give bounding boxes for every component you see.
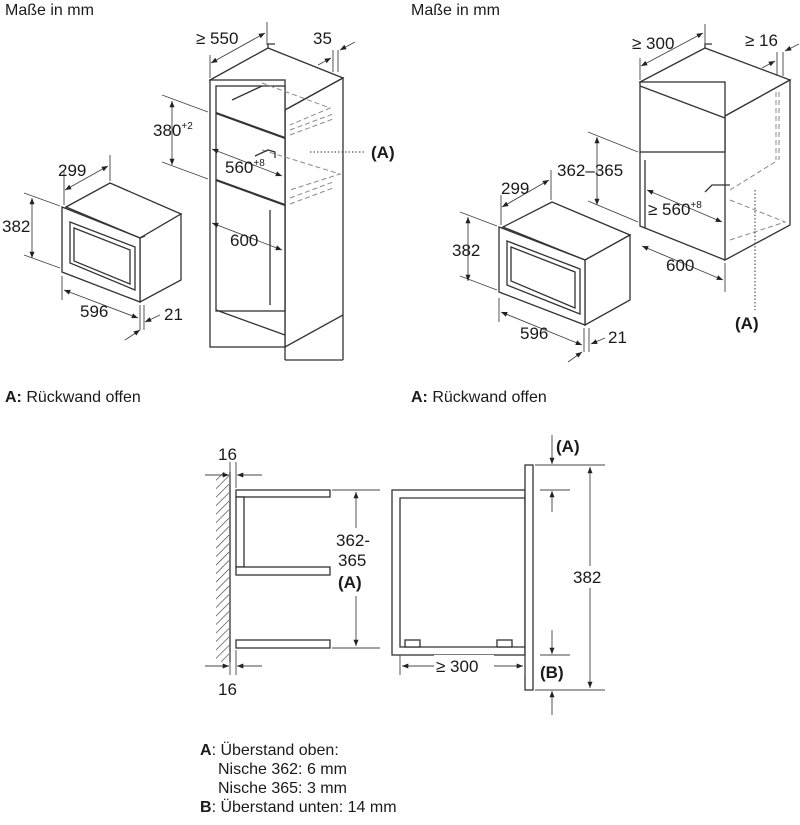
dim-16-upper: 16: [218, 445, 237, 464]
microwave-drawing-left: [61, 182, 183, 304]
dim-width-550: ≥ 550: [196, 29, 238, 48]
dim-depth-600: 600: [230, 231, 258, 250]
dim-height-382: 382: [2, 217, 30, 236]
wall-cabinet-drawing: [638, 43, 792, 262]
label-a-overhang-top: (A): [556, 437, 580, 456]
dim-362-label-a: (A): [338, 573, 362, 592]
dim-depth-300: ≥ 300: [632, 34, 674, 53]
section-view: 16 16 362- 365 (A) ≥ 300 (A) (B): [205, 435, 610, 715]
dim-depth-600-right: 600: [666, 256, 694, 275]
microwave-drawing-right: [498, 201, 632, 327]
dim-width-596: 596: [80, 302, 108, 321]
dim-height-382-right: 382: [452, 241, 480, 260]
right-panel-title: Maße in mm: [411, 2, 500, 19]
left-panel-tall-cabinet: Maße in mm 382 299 596 21: [2, 2, 395, 406]
dim-21-right: 21: [608, 328, 627, 347]
dim-21: 21: [164, 305, 183, 324]
dim-362-line1: 362-: [336, 531, 370, 550]
label-b-overhang-bottom: (B): [540, 663, 564, 682]
dim-16-lower: 16: [218, 680, 237, 699]
note-b: B: Überstand unten: 14 mm: [200, 798, 397, 816]
right-caption: A: Rückwand offen: [411, 389, 547, 406]
dim-depth-299: 299: [58, 161, 86, 180]
note-a: A: Überstand oben:: [200, 741, 339, 759]
dim-width-560-right: ≥ 560+8: [648, 200, 702, 219]
dim-35: 35: [313, 29, 332, 48]
left-caption: A: Rückwand offen: [5, 389, 141, 406]
left-panel-title: Maße in mm: [5, 2, 94, 19]
dim-width-560: 560+8: [225, 158, 265, 177]
dim-16-top: ≥ 16: [745, 31, 778, 50]
tall-cabinet-drawing: [208, 43, 345, 361]
dim-height-382-section: 382: [573, 568, 601, 587]
dim-362-line2: 365: [338, 551, 366, 570]
dim-width-596-right: 596: [520, 324, 548, 343]
dim-depth-299-right: 299: [501, 179, 529, 198]
dim-height-362-365: 362–365: [557, 161, 623, 180]
dim-depth-300-section: ≥ 300: [436, 657, 478, 676]
label-a-right: (A): [735, 314, 759, 333]
note-niche-362: Nische 362: 6 mm: [218, 761, 347, 778]
note-niche-365: Nische 365: 3 mm: [218, 780, 347, 797]
dim-height-380: 380+2: [153, 121, 193, 140]
label-a-rear-wall: (A): [371, 143, 395, 162]
notes: A: Überstand oben: Nische 362: 6 mm Nisc…: [200, 741, 397, 816]
wall-hatching: [216, 472, 229, 662]
right-panel-wall-cabinet: Maße in mm 382 299 596 21: [411, 2, 800, 406]
